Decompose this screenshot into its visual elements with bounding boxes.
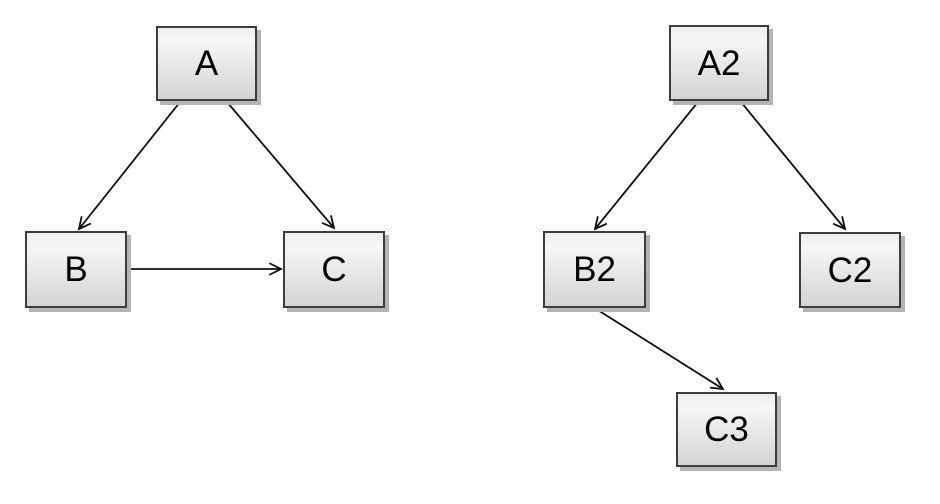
node-label: A [194, 44, 219, 83]
node-B2[interactable]: B2 [543, 231, 646, 308]
node-label: C [321, 250, 347, 289]
edge-B2-C3[interactable] [592, 306, 725, 391]
node-label: B [64, 250, 88, 289]
node-label: B2 [573, 250, 616, 289]
node-C[interactable]: C [283, 231, 385, 308]
edge-A2-B2[interactable] [593, 101, 699, 231]
node-B[interactable]: B [25, 231, 127, 308]
node-C2[interactable]: C2 [799, 232, 901, 308]
node-A[interactable]: A [156, 26, 257, 101]
node-label: C3 [704, 410, 749, 449]
node-A2[interactable]: A2 [669, 25, 769, 101]
node-C3[interactable]: C3 [676, 392, 777, 467]
node-label: C2 [827, 250, 873, 290]
edge-A-B[interactable] [77, 101, 181, 231]
edge-A-C[interactable] [226, 101, 336, 230]
node-label: A2 [697, 43, 741, 83]
edge-A2-C2[interactable] [740, 101, 847, 231]
